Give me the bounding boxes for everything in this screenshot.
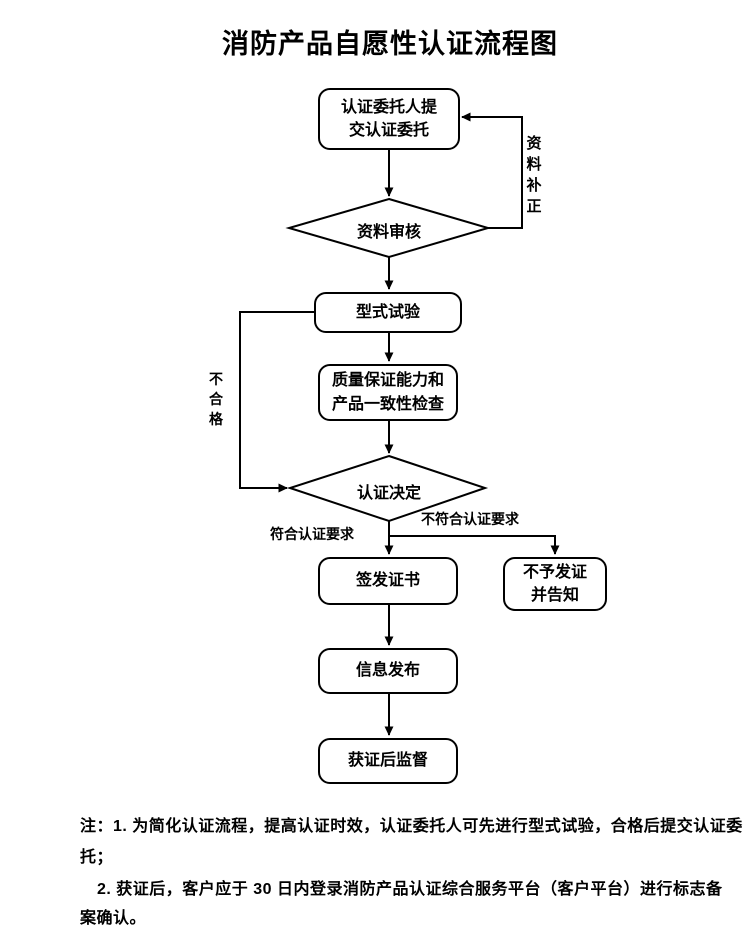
node-submit-application: 认证委托人提 交认证委托: [318, 88, 460, 150]
footnote-line-1: 注：1. 为简化认证流程，提高认证时效，认证委托人可先进行型式试验，合格后提交认…: [80, 818, 743, 835]
edge-label-supplement: 资 料 补 正: [526, 135, 542, 215]
edge-fail-loop: [239, 311, 314, 493]
footnote-line-4: 案确认。: [80, 910, 147, 927]
node-post-supervision: 获证后监督: [318, 738, 458, 784]
node-quality-check: 质量保证能力和 产品一致性检查: [318, 364, 458, 421]
node-info-release: 信息发布: [318, 648, 458, 694]
node-review-label: 资料审核: [356, 224, 421, 241]
edge-label-meets-requirements: 符合认证要求: [270, 526, 354, 542]
footnote-line-2: 托；: [80, 849, 114, 866]
footnote-line-3: 2. 获证后，客户应于 30 日内登录消防产品认证综合服务平台（客户平台）进行标…: [97, 881, 723, 898]
page-title: 消防产品自愿性认证流程图: [222, 29, 558, 59]
edge-label-fail: 不 合 格: [209, 371, 223, 427]
edge-label-not-meets-requirements: 不符合认证要求: [421, 511, 519, 527]
edge-decision-to-nocert: [389, 535, 560, 555]
node-type-test: 型式试验: [314, 292, 462, 333]
node-decision-label: 认证决定: [356, 485, 421, 502]
edge-supplement-loop: [461, 112, 523, 229]
node-no-certificate: 不予发证 并告知: [503, 557, 607, 611]
node-issue-certificate: 签发证书: [318, 557, 458, 605]
